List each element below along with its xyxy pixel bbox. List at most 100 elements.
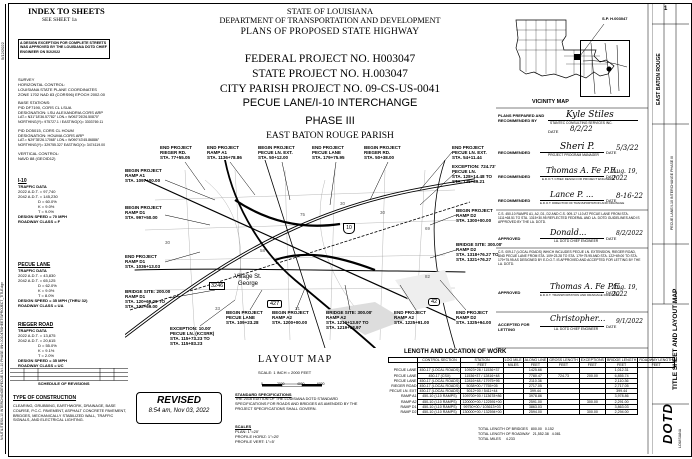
highway-shield-42: 42 xyxy=(428,298,441,306)
approval-date-label: DATE xyxy=(606,174,617,179)
survey-notes: SURVEY HORIZONTAL CONTROL: LOUISIANA STA… xyxy=(18,77,133,161)
title-strip-grid xyxy=(651,4,689,454)
approval-note: C.S. 009-17 (LOCAL ROADS) WHICH INCLUDES… xyxy=(498,250,641,266)
row-label: PECUE LANE xyxy=(393,378,417,383)
scale-line: PLAN: 1"=20' xyxy=(235,429,259,434)
revisions-grid xyxy=(10,368,128,381)
left-margin-line xyxy=(5,4,6,454)
total-row: TOTAL LENGTH OF BRIDGES 800.00 0.152 xyxy=(478,427,554,431)
svg-text:30: 30 xyxy=(165,240,171,245)
scale-line: PROFILE VERT: 1"=5' xyxy=(235,439,275,444)
svg-text:31: 31 xyxy=(295,306,301,311)
approval-signature: Sheri P. xyxy=(560,142,595,152)
traffic-line: T = 8.0% xyxy=(38,293,55,298)
svg-text:69: 69 xyxy=(425,226,431,231)
approvals-panel: PLANS PREPARED AND RECOMMENDED BY Kyle S… xyxy=(498,110,645,346)
work-table-title: LENGTH AND LOCATION OF WORK xyxy=(404,349,507,355)
traffic-data-pecue: PECUE LANE TRAFFIC DATA 2022 A.D.T. = 43… xyxy=(18,262,87,308)
survey-line: LAT.= N29°35'26.17068" LON.= W090°43'45.… xyxy=(18,138,100,142)
survey-line: ZONE 1702 NAD 83 (CORS96) EPOCH 2002.00 xyxy=(18,92,105,97)
survey-line: BASE STATIONS: xyxy=(18,100,51,105)
approval-title: LA. DOTD CHIEF ENGINEER xyxy=(554,327,599,331)
col-header: ROADWAY LENGTH xyxy=(637,356,675,364)
traffic-line: DESIGN SPEED = 35 MPH (THRU 32) xyxy=(18,298,88,303)
survey-line: NORTHING(Y)= 975727.1 / EASTING(X)= 3303… xyxy=(18,120,104,124)
specs-text: THE 2016 EDITION OF THE LOUISIANA DOTD S… xyxy=(235,397,358,411)
traffic-title: PECUE LANE xyxy=(18,262,51,268)
design-exception-note: A DESIGN EXCEPTION FOR COMPLETE STREETS … xyxy=(18,39,110,59)
row-label: RAMP A1 xyxy=(400,394,417,399)
table-cell: 2,110.36 xyxy=(604,377,639,385)
approval-date-label: DATE xyxy=(548,129,559,134)
sub-header: FEET xyxy=(637,362,675,369)
col-header: BRIDGE LENGTH xyxy=(604,356,639,364)
row-label: PECUE LN. EXT xyxy=(389,389,417,394)
table-cell: 10923+28 / 11536+37 xyxy=(460,367,504,374)
signature-line xyxy=(540,152,604,153)
scales-block: SCALES PLAN: 1"=20' PROFILE HORIZ: 1"=20… xyxy=(235,424,279,444)
approval-title: E.D.O.T. TRANSPORTATION AND DRAINAGE DIR… xyxy=(540,293,620,297)
scale-tick: 0 xyxy=(261,382,263,386)
dotd-logo-text: DOTD xyxy=(660,403,675,444)
scales-title: SCALES xyxy=(235,424,252,429)
approval-date-label: DATE xyxy=(606,236,617,241)
traffic-line: 2042 A.D.T. = 145,230 xyxy=(18,194,58,199)
title-strip-project: PECUE LANE/I-10 INTERCHANGE PHASE III xyxy=(670,155,674,230)
signature-line xyxy=(540,326,604,327)
layout-map-scale: SCALE: 1 INCH = 2000 FEET xyxy=(258,370,312,375)
survey-line: LOUISIANA STATE PLANE COORDINATES xyxy=(18,87,97,92)
vicinity-inset xyxy=(580,40,630,97)
work-table-totals: TOTAL LENGTH OF BRIDGES 800.00 0.152 TOT… xyxy=(478,427,561,442)
approval-date-label: DATE xyxy=(606,324,617,329)
revised-label: REVISED xyxy=(157,395,201,406)
table-cell: 3,978.86 xyxy=(604,393,639,400)
survey-line: DESIGNATION: LSU ALEXANDRIA CORS ARP xyxy=(18,110,104,115)
traffic-sub: TRAFFIC DATA xyxy=(18,184,47,189)
approval-label: APPROVED xyxy=(498,290,521,295)
label-exception-724: EXCEPTION: 724.73'PECUE LN.STA. 128+14.4… xyxy=(452,164,496,184)
approval-date-label: DATE xyxy=(606,150,617,155)
svg-text:33: 33 xyxy=(215,306,221,311)
traffic-line: 2022 A.D.T. = 43,830 xyxy=(18,273,56,278)
sub-header: MILES xyxy=(502,362,524,369)
traffic-line: 2042 A.D.T. = 20,615 xyxy=(18,338,56,343)
construction-text: CLEARING, GRUBBING, EARTHWORK, DRAINAGE,… xyxy=(13,404,127,423)
approval-note: C.S. 450-10 RAMPS A1, A2, D1, D2 AND C.S… xyxy=(498,212,640,224)
title-strip-sheet-title: TITLE SHEET AND LAYOUT MAP xyxy=(672,288,679,390)
col-header: LOG MILE xyxy=(502,356,524,364)
survey-line: SURVEY xyxy=(18,77,35,82)
approval-label: ACCEPTED FOR LETTING xyxy=(498,322,530,332)
approval-label: APPROVED xyxy=(498,236,521,241)
scale-tick: 2000 xyxy=(277,382,285,386)
index-subtitle: SEE SHEET 1a xyxy=(42,17,77,23)
traffic-line: ROADWAY CLASS = F xyxy=(18,219,61,224)
survey-line: NAVD 88 (GEOID12) xyxy=(18,156,56,161)
approval-date: Aug. 19, 2022 xyxy=(612,284,638,298)
approval-label: RECOMMENDED xyxy=(498,150,531,155)
type-of-construction: TYPE OF CONSTRUCTION CLEARING, GRUBBING,… xyxy=(13,395,131,423)
revisions-title: SCHEDULE OF REVISIONS xyxy=(38,381,90,386)
total-row: TOTAL MILES 4.233 xyxy=(478,437,515,441)
traffic-data-i10: I-10 TRAFFIC DATA 2022 A.D.T. = 97,740 2… xyxy=(18,178,67,224)
approval-date-label: DATE xyxy=(606,198,617,203)
approval-date: 8/2/22 xyxy=(570,125,593,133)
signature-line xyxy=(540,176,604,177)
traffic-line: DESIGN SPEED = 35 MPH xyxy=(18,358,68,363)
highway-shield-3246: 3246 xyxy=(209,282,226,290)
revisions-schedule xyxy=(10,368,128,384)
